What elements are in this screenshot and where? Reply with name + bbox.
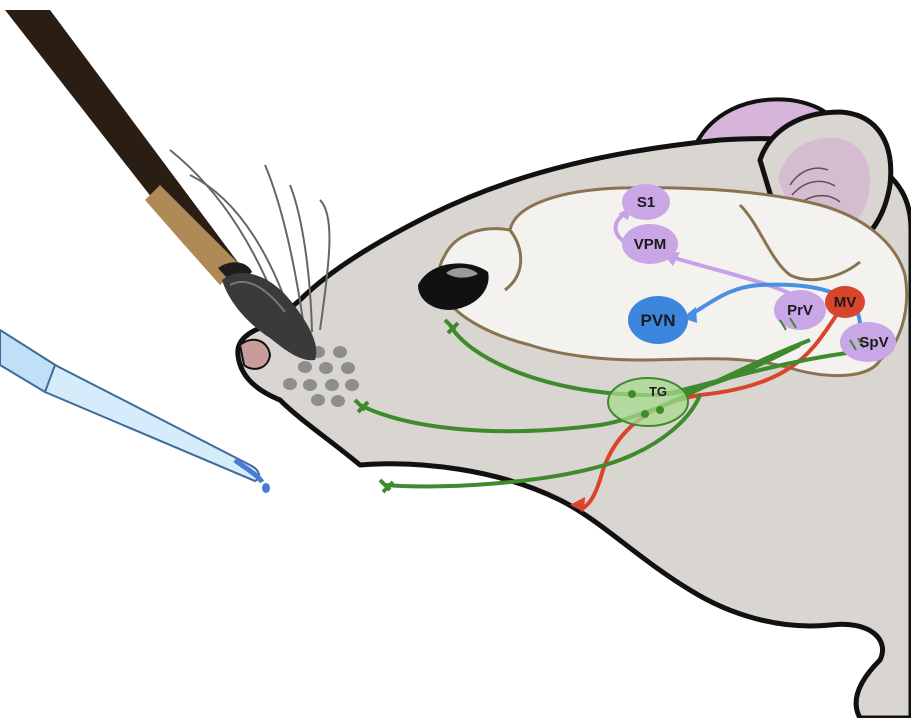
label-mv: MV <box>834 294 857 311</box>
label-spv: SpV <box>859 334 888 351</box>
label-pvn: PVN <box>641 311 676 330</box>
label-prv: PrV <box>787 302 813 319</box>
pipette-icon <box>0 330 270 493</box>
label-s1: S1 <box>637 194 655 211</box>
paintbrush-icon <box>5 10 316 360</box>
label-tg: TG <box>649 384 667 399</box>
nose <box>240 340 270 369</box>
label-vpm: VPM <box>634 236 667 253</box>
